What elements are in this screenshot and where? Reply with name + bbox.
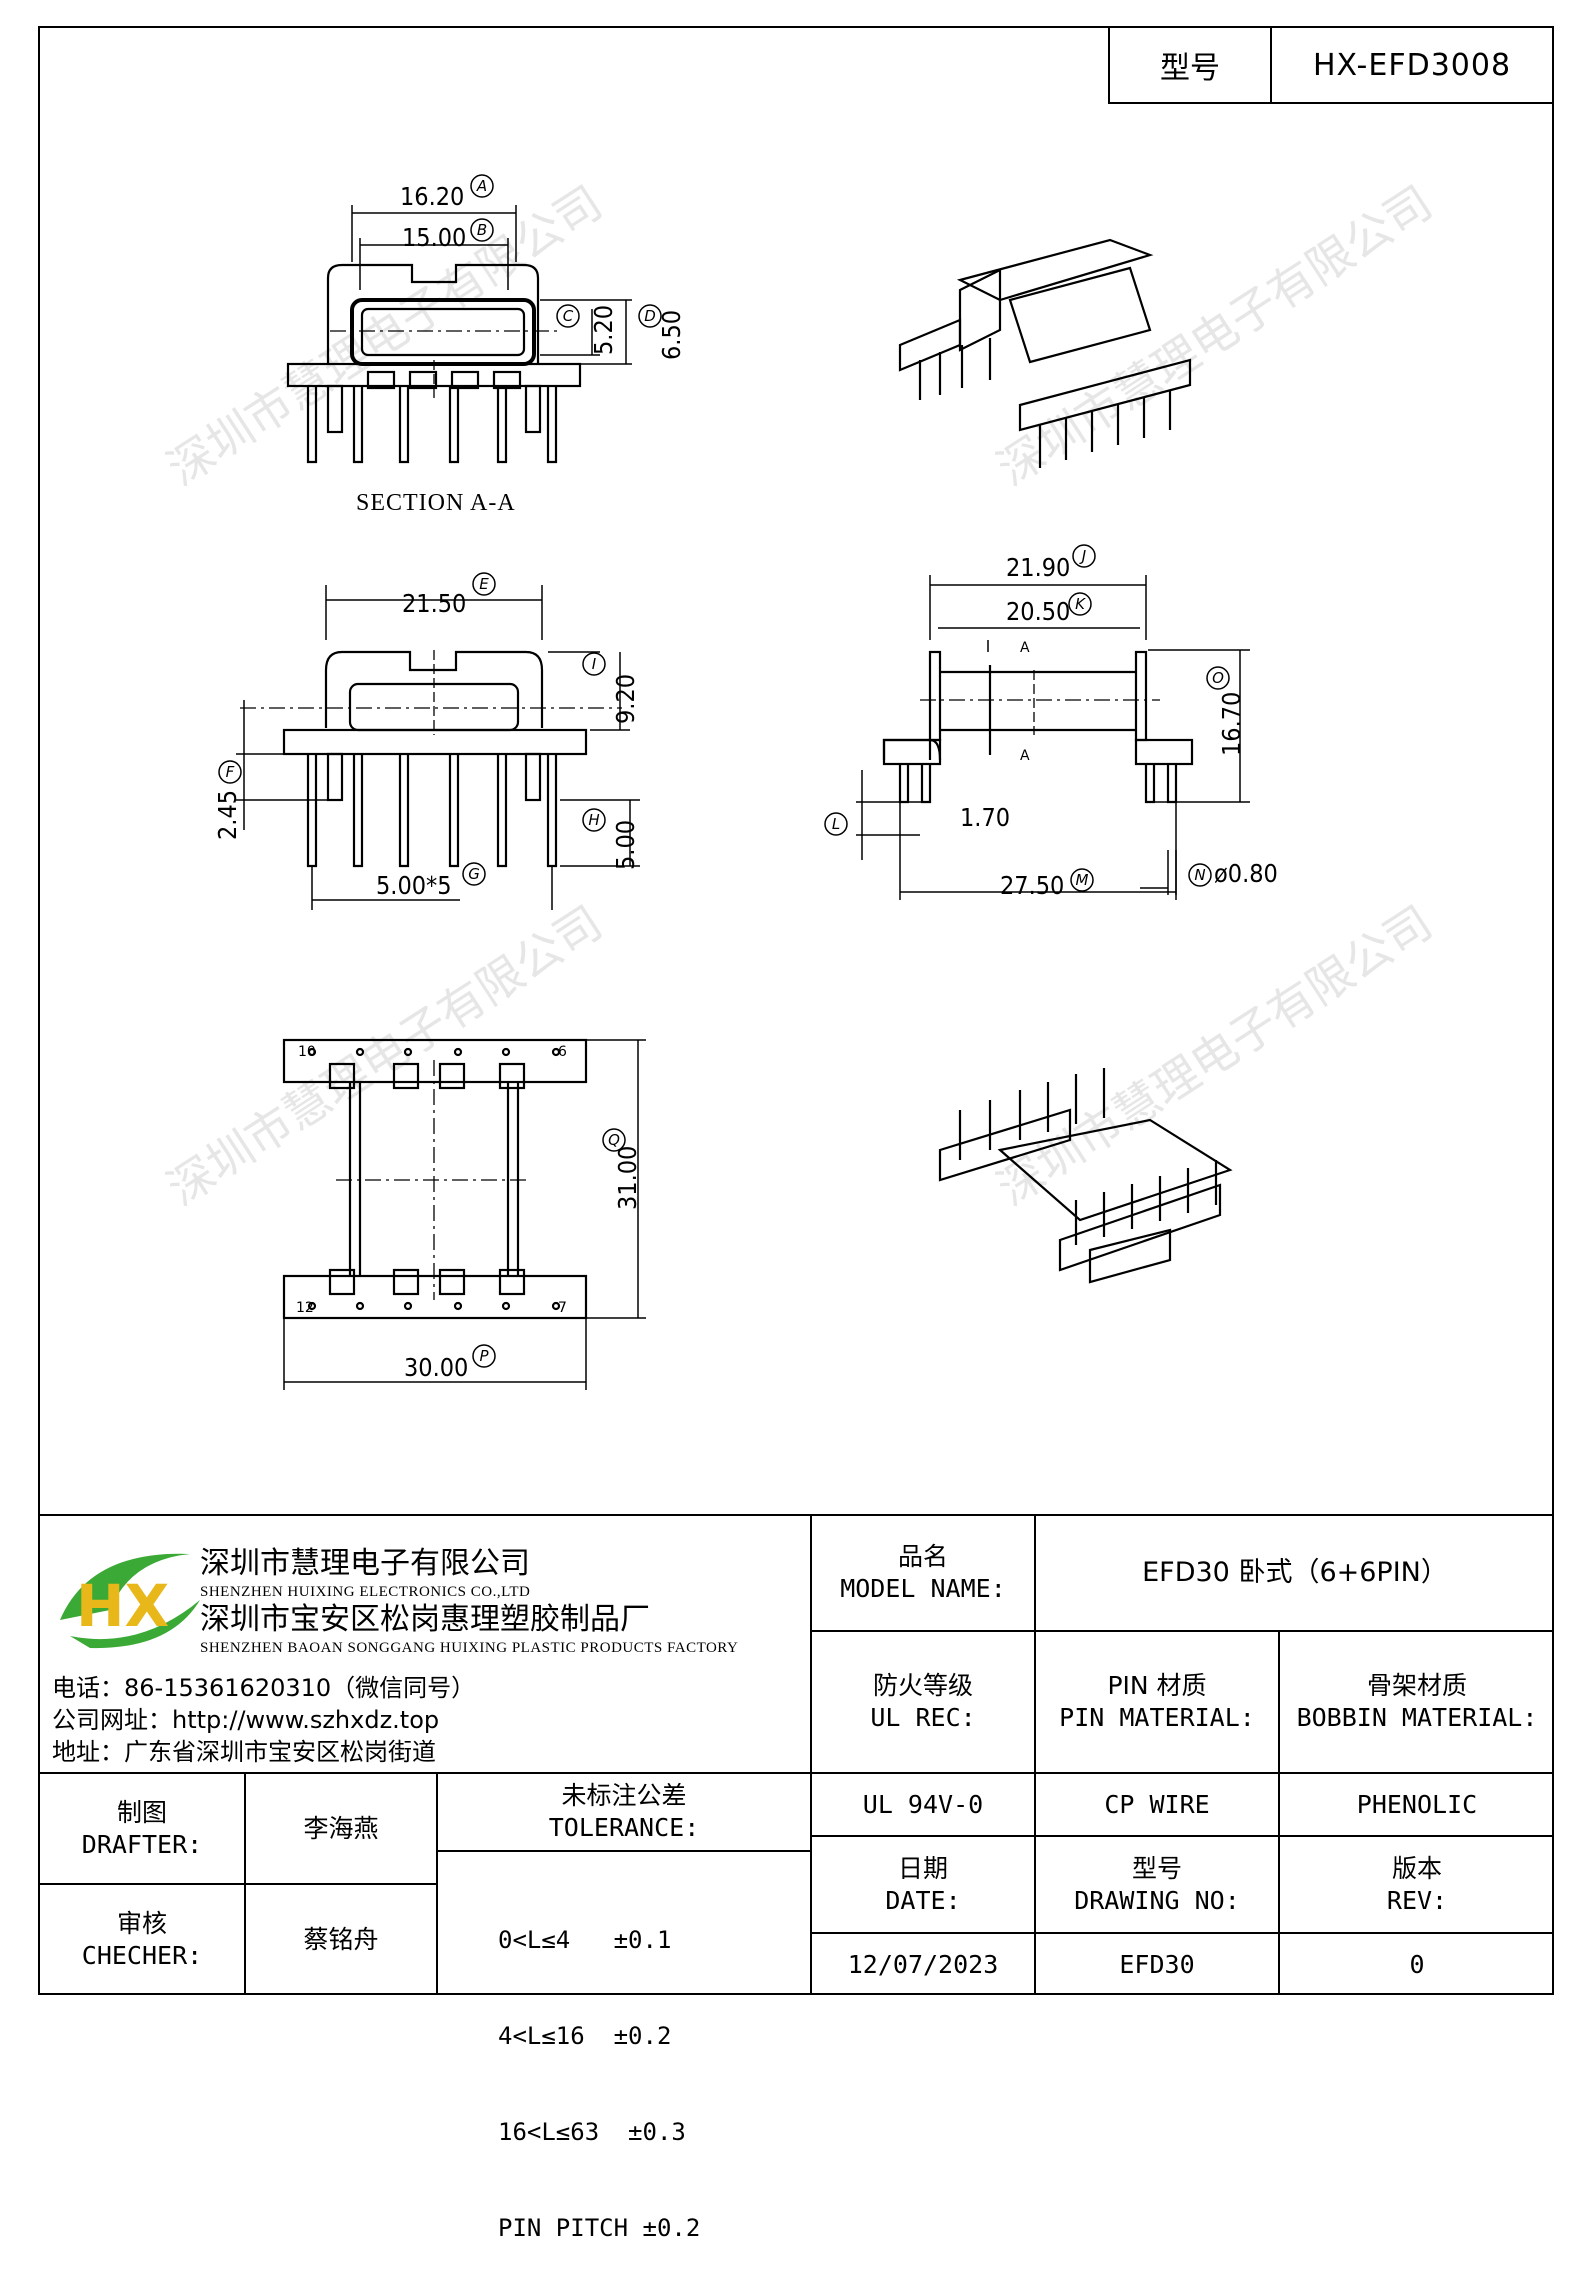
date-value: 12/07/2023 xyxy=(847,1949,999,1979)
circle-letter: I xyxy=(592,655,597,673)
dim-q: 31.00 xyxy=(613,1146,642,1210)
drafter-label: 制图 DRAFTER: xyxy=(81,1797,203,1859)
pin-material-label: PIN 材质 PIN MATERIAL: xyxy=(1059,1671,1255,1732)
front-view xyxy=(236,585,640,910)
circle-letter: O xyxy=(1212,669,1224,687)
tolerance-label: 未标注公差 TOLERANCE: xyxy=(548,1781,700,1842)
company-logo: HX xyxy=(60,1553,200,1649)
contact-info: 电话：86-15361620310（微信同号） 公司网址：http://www.… xyxy=(52,1672,475,1768)
website: 公司网址：http://www.szhxdz.top xyxy=(52,1706,440,1734)
isometric-view-bottom xyxy=(938,1068,1233,1284)
circle-letter: Q xyxy=(608,1131,620,1149)
dim-e: 21.50 xyxy=(402,589,466,618)
header-key: 型号 xyxy=(1110,28,1272,102)
header-model: HX-EFD3008 xyxy=(1312,47,1512,83)
circle-letter: L xyxy=(832,815,840,833)
dim-j: 21.90 xyxy=(1006,553,1070,582)
isometric-view-top xyxy=(898,238,1192,468)
dim-d: 6.50 xyxy=(657,310,686,360)
pin-number: 12 xyxy=(296,1300,314,1316)
section-label: SECTION A-A xyxy=(356,490,516,516)
circle-letter: P xyxy=(479,1347,489,1365)
pin-value: CP WIRE xyxy=(1104,1789,1210,1819)
circle-letter: G xyxy=(468,865,480,883)
dim-l-pitch: 1.70 xyxy=(960,803,1010,832)
circle-letter: K xyxy=(1075,595,1086,613)
dim-i: 9.20 xyxy=(611,674,640,724)
circle-letter: H xyxy=(588,811,599,829)
rev-label: 版本 REV: xyxy=(1386,1853,1448,1915)
pin-number: 7 xyxy=(558,1300,567,1316)
tolerance-list: 0<L≤4 ±0.1 4<L≤16 ±0.2 16<L≤63 ±0.3 PIN … xyxy=(498,1926,701,2242)
company-info: 深圳市慧理电子有限公司 SHENZHEN HUIXING ELECTRONICS… xyxy=(200,1546,738,1658)
circle-letter: D xyxy=(644,307,656,325)
dim-b: 15.00 xyxy=(402,223,466,252)
dim-c: 5.20 xyxy=(589,305,618,355)
bobbin-material-label: 骨架材质 BOBBIN MATERIAL: xyxy=(1296,1671,1538,1732)
side-view xyxy=(856,575,1250,900)
dim-a: 16.20 xyxy=(400,182,464,211)
phone: 电话：86-15361620310（微信同号） xyxy=(52,1674,476,1702)
dim-f: 2.45 xyxy=(213,790,242,840)
section-mark: A xyxy=(1020,640,1030,656)
technical-drawing: 16.20 15.00 5.20 6.50 21.50 9.20 2.45 5.… xyxy=(213,174,1278,1390)
circle-letter: E xyxy=(479,575,489,593)
circle-letter: J xyxy=(1079,547,1086,565)
drawing-no-label: 型号 DRAWING NO: xyxy=(1074,1853,1240,1915)
company-name-cn: 深圳市慧理电子有限公司 xyxy=(200,1546,530,1581)
header-box: 型号 HX-EFD3008 xyxy=(1108,26,1554,104)
section-view xyxy=(286,205,632,464)
ul-value: UL 94V-0 xyxy=(862,1789,984,1819)
rev-value: 0 xyxy=(1409,1949,1425,1979)
factory-name-cn: 深圳市宝安区松岗惠理塑胶制品厂 xyxy=(200,1602,650,1637)
ul-rec-label: 防火等级 UL REC: xyxy=(870,1671,976,1732)
callout-circles xyxy=(218,174,1230,1368)
dim-p: 30.00 xyxy=(404,1353,468,1382)
dim-n: ø0.80 xyxy=(1214,859,1278,888)
checker-label: 审核 CHECHER: xyxy=(81,1909,203,1970)
drawing-frame xyxy=(38,26,1554,1995)
company-name-en: SHENZHEN HUIXING ELECTRONICS CO.,LTD xyxy=(200,1584,531,1600)
circle-letter: M xyxy=(1076,871,1089,889)
dim-o: 16.70 xyxy=(1217,692,1246,756)
dim-h: 5.00 xyxy=(611,820,640,870)
dim-k: 20.50 xyxy=(1006,597,1070,626)
dim-m: 27.50 xyxy=(1000,871,1064,900)
checker-name: 蔡铭舟 xyxy=(303,1925,379,1954)
model-name-label: 品名 MODEL NAME: xyxy=(840,1542,1006,1603)
bottom-view xyxy=(282,1038,646,1390)
address: 地址：广东省深圳市宝安区松岗街道 xyxy=(52,1738,436,1766)
pin-number: 10 xyxy=(298,1044,316,1060)
drawing-no-value: EFD30 xyxy=(1119,1949,1195,1979)
circle-letter: A xyxy=(476,177,487,195)
circle-letter: N xyxy=(1194,866,1205,884)
section-mark: A xyxy=(1020,748,1030,764)
circle-letter: F xyxy=(226,763,235,781)
bobbin-value: PHENOLIC xyxy=(1356,1789,1478,1819)
factory-name-en: SHENZHEN BAOAN SONGGANG HUIXING PLASTIC … xyxy=(200,1640,739,1656)
pin-number: 6 xyxy=(558,1044,567,1060)
logo-text: HX xyxy=(76,1572,169,1640)
drafter-name: 李海燕 xyxy=(303,1813,379,1843)
circle-letter: C xyxy=(563,307,574,325)
circle-letter: B xyxy=(477,221,487,239)
dim-g: 5.00*5 xyxy=(376,871,452,900)
model-name-value: EFD30 卧式（6+6PIN） xyxy=(1142,1557,1448,1588)
date-label: 日期 DATE: xyxy=(885,1853,961,1915)
